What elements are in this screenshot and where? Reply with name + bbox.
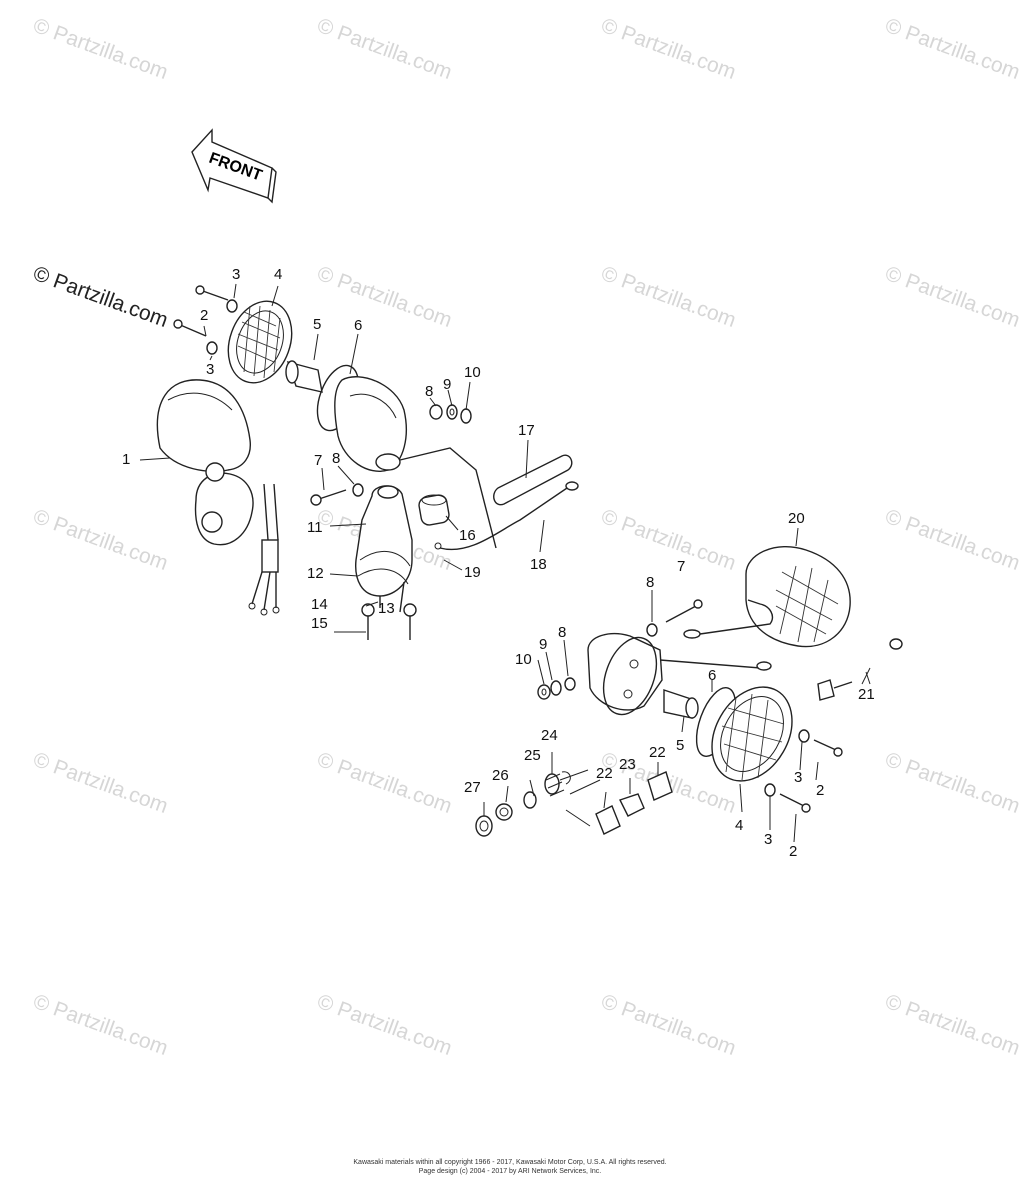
callout-22: 22 — [649, 744, 666, 761]
headlight-shell-icon — [156, 379, 280, 616]
callout-18: 18 — [530, 556, 547, 573]
bulb-icon — [285, 360, 323, 393]
bulb-icon — [663, 689, 699, 719]
tube-icon — [493, 454, 573, 506]
callout-9: 9 — [539, 636, 548, 653]
callout-12: 12 — [307, 565, 324, 582]
callout-10: 10 — [464, 364, 481, 381]
copyright-line: Kawasaki materials within all copyright … — [353, 1159, 667, 1166]
callout-7: 7 — [677, 558, 686, 575]
callout-23: 23 — [619, 756, 636, 773]
callout-8: 8 — [425, 383, 434, 400]
callout-24: 24 — [541, 727, 558, 744]
washer-nut-icon — [429, 404, 472, 424]
callout-2: 2 — [200, 307, 209, 324]
callout-3: 3 — [206, 361, 215, 378]
callout-8: 8 — [646, 574, 655, 591]
turn-signal-housing-icon — [587, 632, 772, 716]
callout-11: 11 — [307, 519, 323, 536]
callout-26: 26 — [492, 767, 509, 784]
callout-25: 25 — [524, 747, 541, 764]
switch-housing-icon — [355, 485, 417, 640]
leader-lines — [139, 283, 871, 843]
callout-20: 20 — [788, 510, 805, 527]
turn-signal-housing-icon — [683, 546, 851, 648]
callout-5: 5 — [313, 316, 322, 333]
callout-2: 2 — [816, 782, 825, 799]
callout-4: 4 — [274, 266, 283, 283]
callout-22: 22 — [596, 765, 613, 782]
wire-icon — [434, 481, 579, 551]
switch-knob-icon — [418, 494, 450, 526]
callout-5: 5 — [676, 737, 685, 754]
callout-27: 27 — [464, 779, 481, 796]
callout-9: 9 — [443, 376, 452, 393]
callout-16: 16 — [459, 527, 476, 544]
callout-8: 8 — [332, 450, 341, 467]
callout-19: 19 — [464, 564, 481, 581]
copyright-line: Page design (c) 2004 - 2017 by ARI Netwo… — [418, 1168, 602, 1175]
lens-icon — [227, 300, 293, 384]
socket-parts-icon — [475, 769, 673, 837]
callout-2: 2 — [789, 843, 798, 860]
callout-10: 10 — [515, 651, 532, 668]
callout-15: 15 — [311, 615, 328, 632]
callout-1: 1 — [122, 451, 131, 468]
callout-8: 8 — [558, 624, 567, 641]
callout-3: 3 — [794, 769, 803, 786]
front-arrow-icon: FRONT — [191, 128, 277, 204]
bolt-icon — [817, 638, 903, 701]
turn-signal-housing-icon — [334, 376, 497, 549]
washer-nut-icon — [537, 599, 843, 813]
callout-3: 3 — [232, 266, 241, 283]
callout-7: 7 — [314, 452, 323, 469]
lens-icon — [711, 686, 793, 782]
callout-4: 4 — [735, 817, 744, 834]
callout-6: 6 — [354, 317, 363, 334]
callout-21: 21 — [858, 686, 875, 703]
bolt-icon — [173, 285, 364, 506]
callout-6: 6 — [708, 667, 717, 684]
callout-17: 17 — [518, 422, 535, 439]
callout-13: 13 — [378, 600, 395, 617]
callout-3: 3 — [764, 831, 773, 848]
callout-14: 14 — [311, 596, 328, 613]
